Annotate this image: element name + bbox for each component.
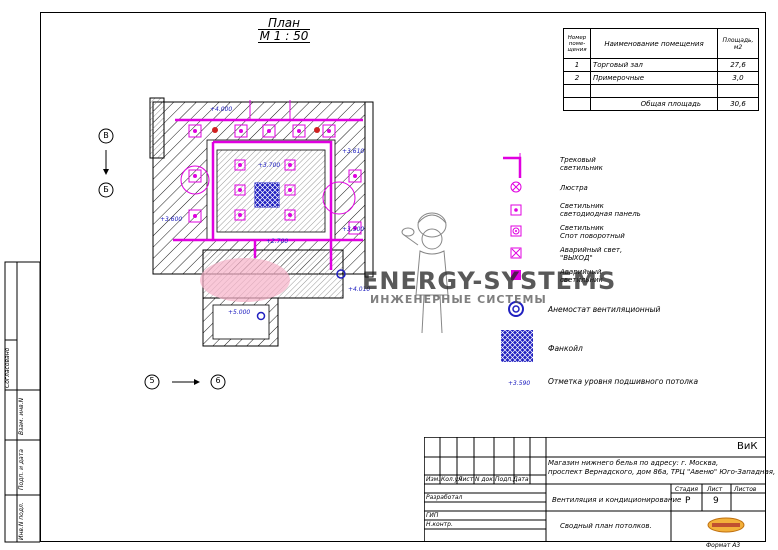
title-block-lines [424,437,766,542]
axis-markers-horizontal [144,374,226,390]
col-izm: Изм. [426,476,441,483]
table-total-row: Общая площадь 30,6 [563,97,759,111]
elevation-label: +3.610 [342,148,365,155]
chandelier-icon [510,181,522,193]
watermark-brand: ENERGY-SYSTEMS [362,267,617,295]
role-gip: ГИП [426,512,439,519]
mascot-watermark-icon [401,212,449,334]
anemostat-icon [508,301,524,317]
total-value: 30,6 [717,97,759,111]
legend-chandelier: Люстра [560,184,588,192]
room-table-header-name: Наименование помещения [590,28,718,59]
sheet-format: Формат А3 [706,542,741,549]
elevation-label: +2.700 [266,238,289,245]
side-agreed: Согласовано [4,347,11,388]
table-row: 1 Торговый зал 27,6 [563,58,759,72]
elevation-label: +4.010 [348,286,371,293]
role-norm: Н.контр. [426,521,453,528]
col-list: Лист [458,476,474,483]
side-stamp-lines [4,261,40,543]
elevation-label: +3.500 [342,226,365,233]
plan-title: План [268,16,300,30]
col-kol: Кол.уч [441,476,462,483]
ceiling-plan [149,97,374,347]
axis-label-h-left: 5 [149,376,155,385]
stage-value: Р [685,496,691,506]
axis-label-h-right: 6 [215,376,221,385]
col-podp: Подп. [495,476,514,483]
axis-label-v-bottom: Б [103,185,109,194]
sheet-label: Лист [707,486,723,493]
emergency-light-icon [511,270,521,280]
legend-elevation: Отметка уровня подшивного потолка [548,377,699,386]
elevation-label: +3.600 [160,216,183,223]
legend-emergency: Аварийный свет,"ВЫХОД" [560,246,623,262]
led-panel-icon [510,204,522,216]
side-sign-date: Подп. и дата [18,449,25,490]
track-light-icon [503,156,522,178]
total-label: Общая площадь [590,97,718,111]
col-data: Дата [513,476,529,483]
stage-label: Стадия [675,486,699,493]
legend-anemostat: Анемостат вентиляционный [548,305,661,314]
elevation-label: +5.000 [228,309,251,316]
axis-label-v-top: В [103,131,109,140]
spot-icon [510,225,522,237]
elevation-label: +4.000 [210,106,233,113]
side-inv-replace: Взам. инв.N [18,397,25,435]
table-row: 2 Примерочные 3,0 [563,71,759,85]
legend-symbols [501,153,533,362]
doc-code: ВиК [737,441,758,452]
side-inv-orig: Инв.N подл. [18,502,25,540]
legend-elevation-sample: +3.590 [508,380,531,387]
section-title: Вентиляция и кондиционирование [552,496,682,504]
role-developer: Разработал [426,494,463,501]
emergency-exit-icon [510,247,522,259]
col-ndok: N док. [475,476,495,483]
elevation-label: +3.700 [258,162,281,169]
axis-markers-vertical [98,128,114,198]
company-logo-icon [707,517,745,533]
project-description: Магазин нижнего белья по адресу: г. Моск… [548,459,776,476]
table-row [563,84,759,98]
legend-fancoil: Фанкойл [548,344,583,353]
plan-scale: М 1 : 50 [258,29,310,43]
drawing-frame [40,12,766,542]
watermark-tagline: ИНЖЕНЕРНЫЕ СИСТЕМЫ [370,293,547,306]
sheet-title: Сводный план потолков. [560,522,652,530]
sheet-value: 9 [713,496,719,506]
sheets-label: Листов [734,486,757,493]
room-table-header-area: Площадь,м2 [717,28,759,59]
